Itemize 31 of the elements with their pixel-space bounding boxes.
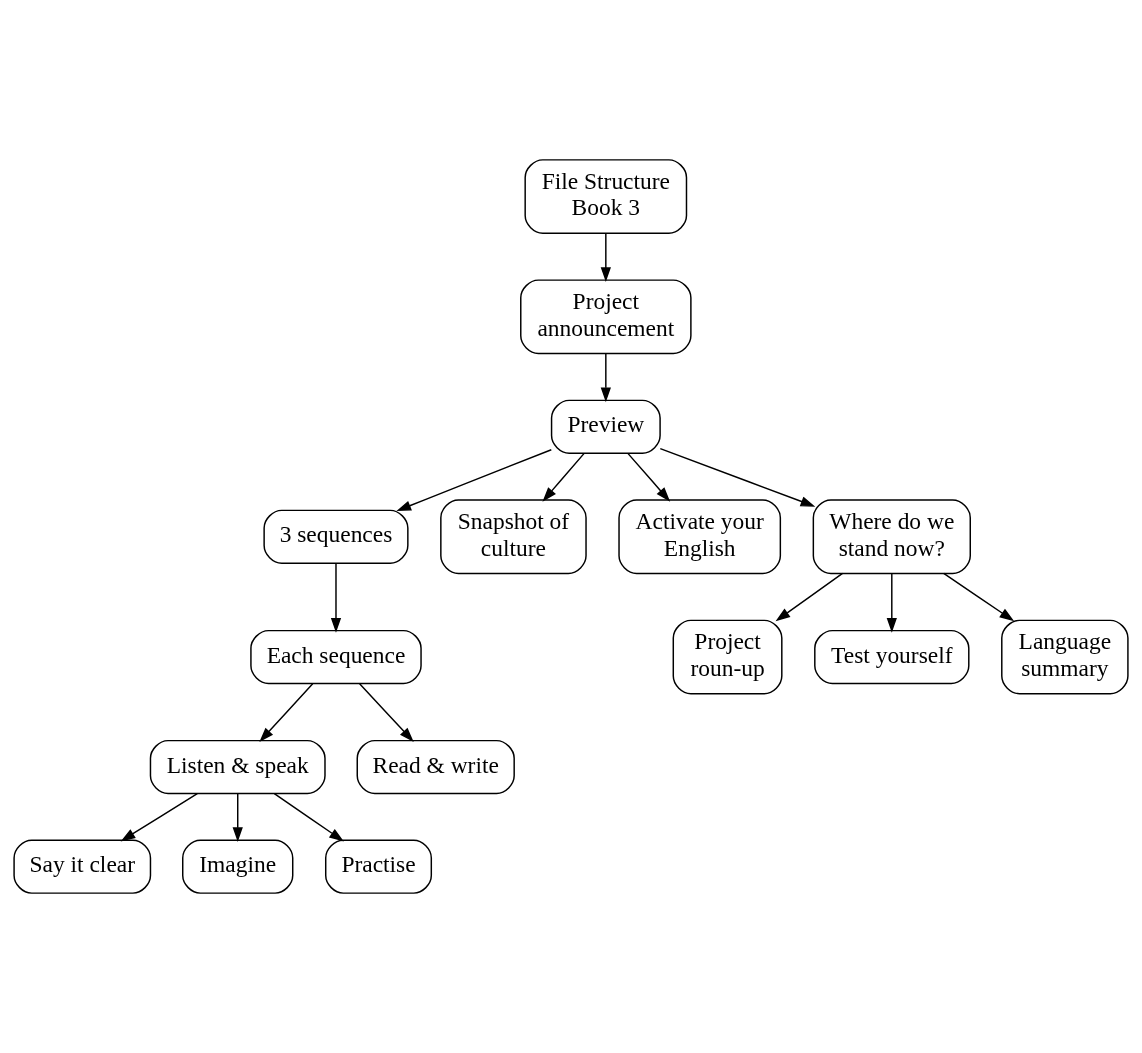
node-box: Test yourself [814, 629, 970, 685]
arrow [358, 683, 414, 742]
arrow [943, 572, 1015, 622]
node-box: Language summary [1001, 619, 1129, 695]
node-box: Listen & speak [149, 739, 326, 795]
arrow [886, 572, 897, 633]
arrow [627, 452, 671, 502]
arrow [273, 792, 344, 842]
node-box: Each sequence [250, 629, 422, 685]
arrow [232, 793, 243, 842]
node-box: Snapshot of culture [440, 499, 587, 575]
arrow [775, 572, 844, 622]
arrow [330, 562, 342, 633]
node-box: Activate your English [618, 499, 782, 575]
arrow [659, 447, 816, 507]
arrow [600, 232, 611, 282]
arrow [259, 683, 314, 742]
node-box: Say it clear [13, 839, 152, 894]
node-box: Where do we stand now? [812, 499, 971, 575]
node-box: File Structure Book 3 [524, 159, 688, 234]
node-box: Project roun-up [672, 619, 783, 695]
arrow [396, 449, 553, 512]
arrow [542, 452, 585, 502]
arrow [600, 353, 611, 403]
node-box: Read & write [356, 739, 515, 795]
node-box: Practise [325, 839, 433, 894]
node-box: Preview [550, 399, 661, 454]
node-box: Imagine [182, 839, 294, 894]
node-box: 3 sequences [263, 509, 409, 564]
arrow [120, 792, 199, 842]
node-box: Project announcement [520, 279, 692, 355]
